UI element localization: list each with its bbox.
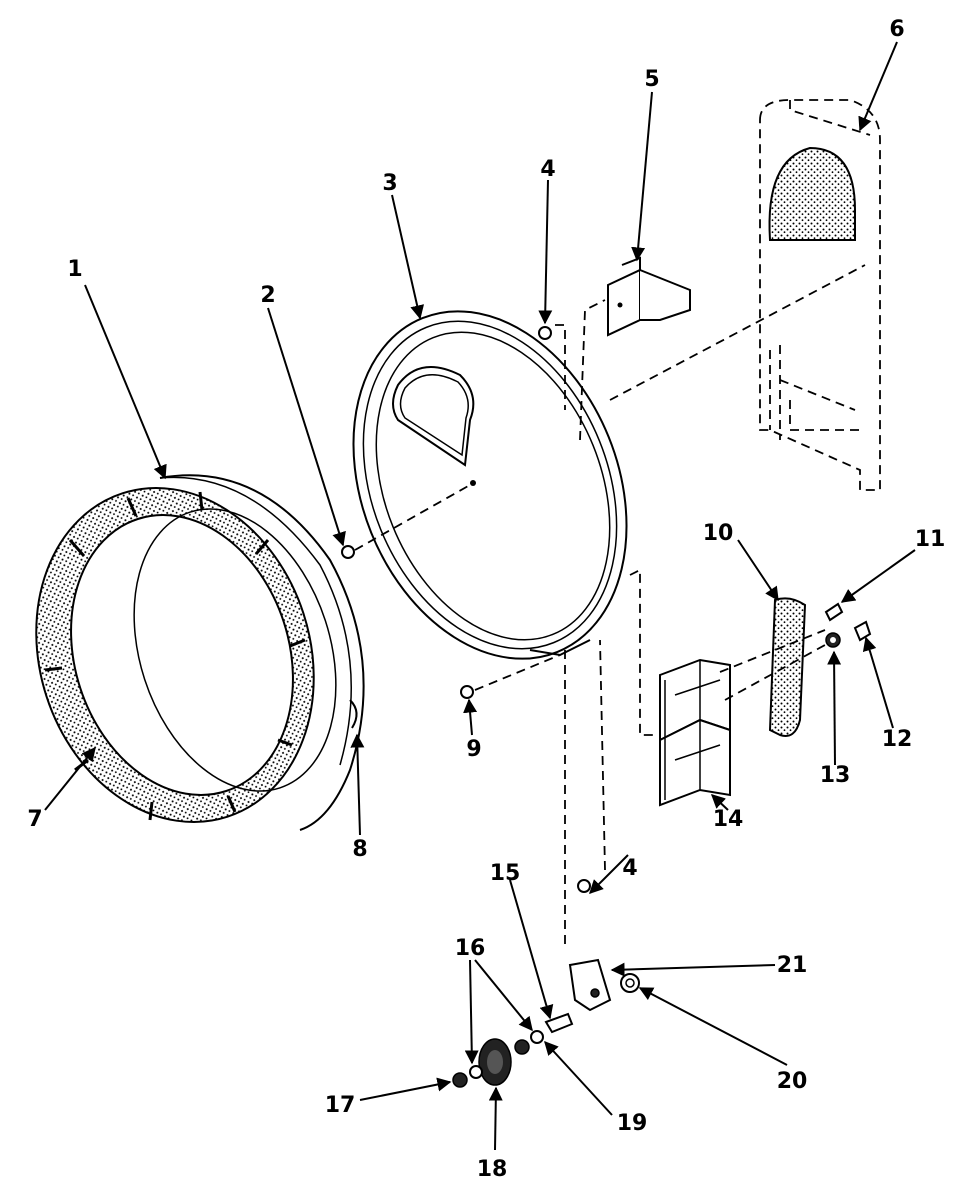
side-panel-part-6 — [759, 99, 881, 491]
callout-8: 8 — [352, 837, 367, 862]
strip-part-10 — [768, 597, 807, 737]
callout-2: 2 — [260, 283, 275, 308]
callout-12: 12 — [882, 727, 913, 752]
callout-5: 5 — [644, 67, 659, 92]
bracket-part-21 — [568, 958, 612, 1012]
callout-11: 11 — [915, 527, 946, 552]
front-ring-part-7 — [35, 487, 315, 823]
callout-20: 20 — [777, 1069, 808, 1094]
callout-7: 7 — [27, 807, 42, 832]
callout-21: 21 — [777, 953, 808, 978]
callout-19: 19 — [617, 1111, 648, 1136]
callout-17: 17 — [325, 1093, 356, 1118]
callout-4-upper: 4 — [540, 157, 555, 182]
callout-14: 14 — [713, 807, 744, 832]
leader-lines — [44, 41, 916, 1151]
seal-band-part-1 — [133, 474, 365, 831]
fasteners — [341, 326, 872, 1088]
callout-6: 6 — [889, 17, 904, 42]
callout-18: 18 — [477, 1157, 508, 1182]
callout-9: 9 — [466, 737, 481, 762]
callout-13: 13 — [820, 763, 851, 788]
callout-4-lower: 4 — [622, 856, 637, 881]
callout-16: 16 — [455, 936, 486, 961]
callout-1: 1 — [67, 257, 82, 282]
callout-labels: 1 2 3 4 5 6 7 8 9 10 11 12 13 14 4 15 16… — [27, 17, 945, 1182]
hinge-part-14 — [659, 658, 731, 807]
callout-10: 10 — [703, 521, 734, 546]
callout-3: 3 — [382, 171, 397, 196]
front-panel-part-3 — [352, 310, 628, 660]
bracket-part-5 — [607, 256, 691, 337]
callout-15: 15 — [490, 861, 521, 886]
alignment-lines — [354, 264, 866, 950]
